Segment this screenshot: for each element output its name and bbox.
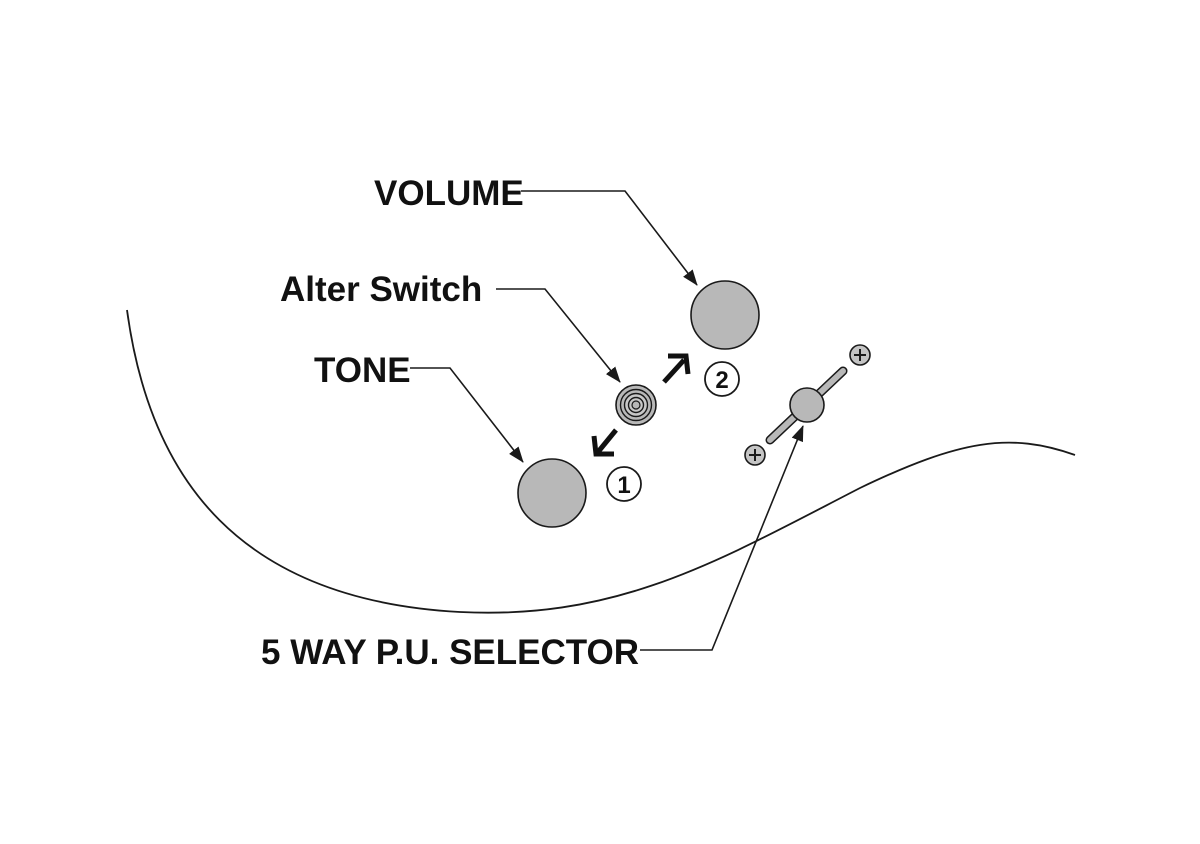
volume-leader bbox=[521, 190, 698, 286]
arrow-position-2 bbox=[662, 353, 691, 384]
svg-text:1: 1 bbox=[617, 472, 630, 499]
position-2-badge: 2 bbox=[704, 361, 740, 397]
guitar-body-outline bbox=[126, 309, 1076, 614]
selector-label: 5 WAY P.U. SELECTOR bbox=[261, 633, 639, 672]
alter-switch-label: Alter Switch bbox=[280, 270, 482, 309]
position-1-badge: 1 bbox=[606, 466, 642, 502]
tone-knob bbox=[517, 458, 587, 528]
arrow-position-1 bbox=[591, 428, 618, 457]
phillips-screw-icon bbox=[744, 444, 766, 466]
concentric-ring-icon bbox=[615, 384, 657, 426]
alter-switch-leader bbox=[496, 288, 621, 383]
selector-leader bbox=[640, 425, 804, 651]
volume-label: VOLUME bbox=[374, 174, 524, 213]
volume-knob bbox=[690, 280, 760, 350]
svg-text:2: 2 bbox=[715, 367, 728, 394]
phillips-screw-icon bbox=[849, 344, 871, 366]
tone-label: TONE bbox=[314, 351, 411, 390]
tone-leader bbox=[410, 367, 524, 463]
selector-knob bbox=[789, 387, 825, 423]
